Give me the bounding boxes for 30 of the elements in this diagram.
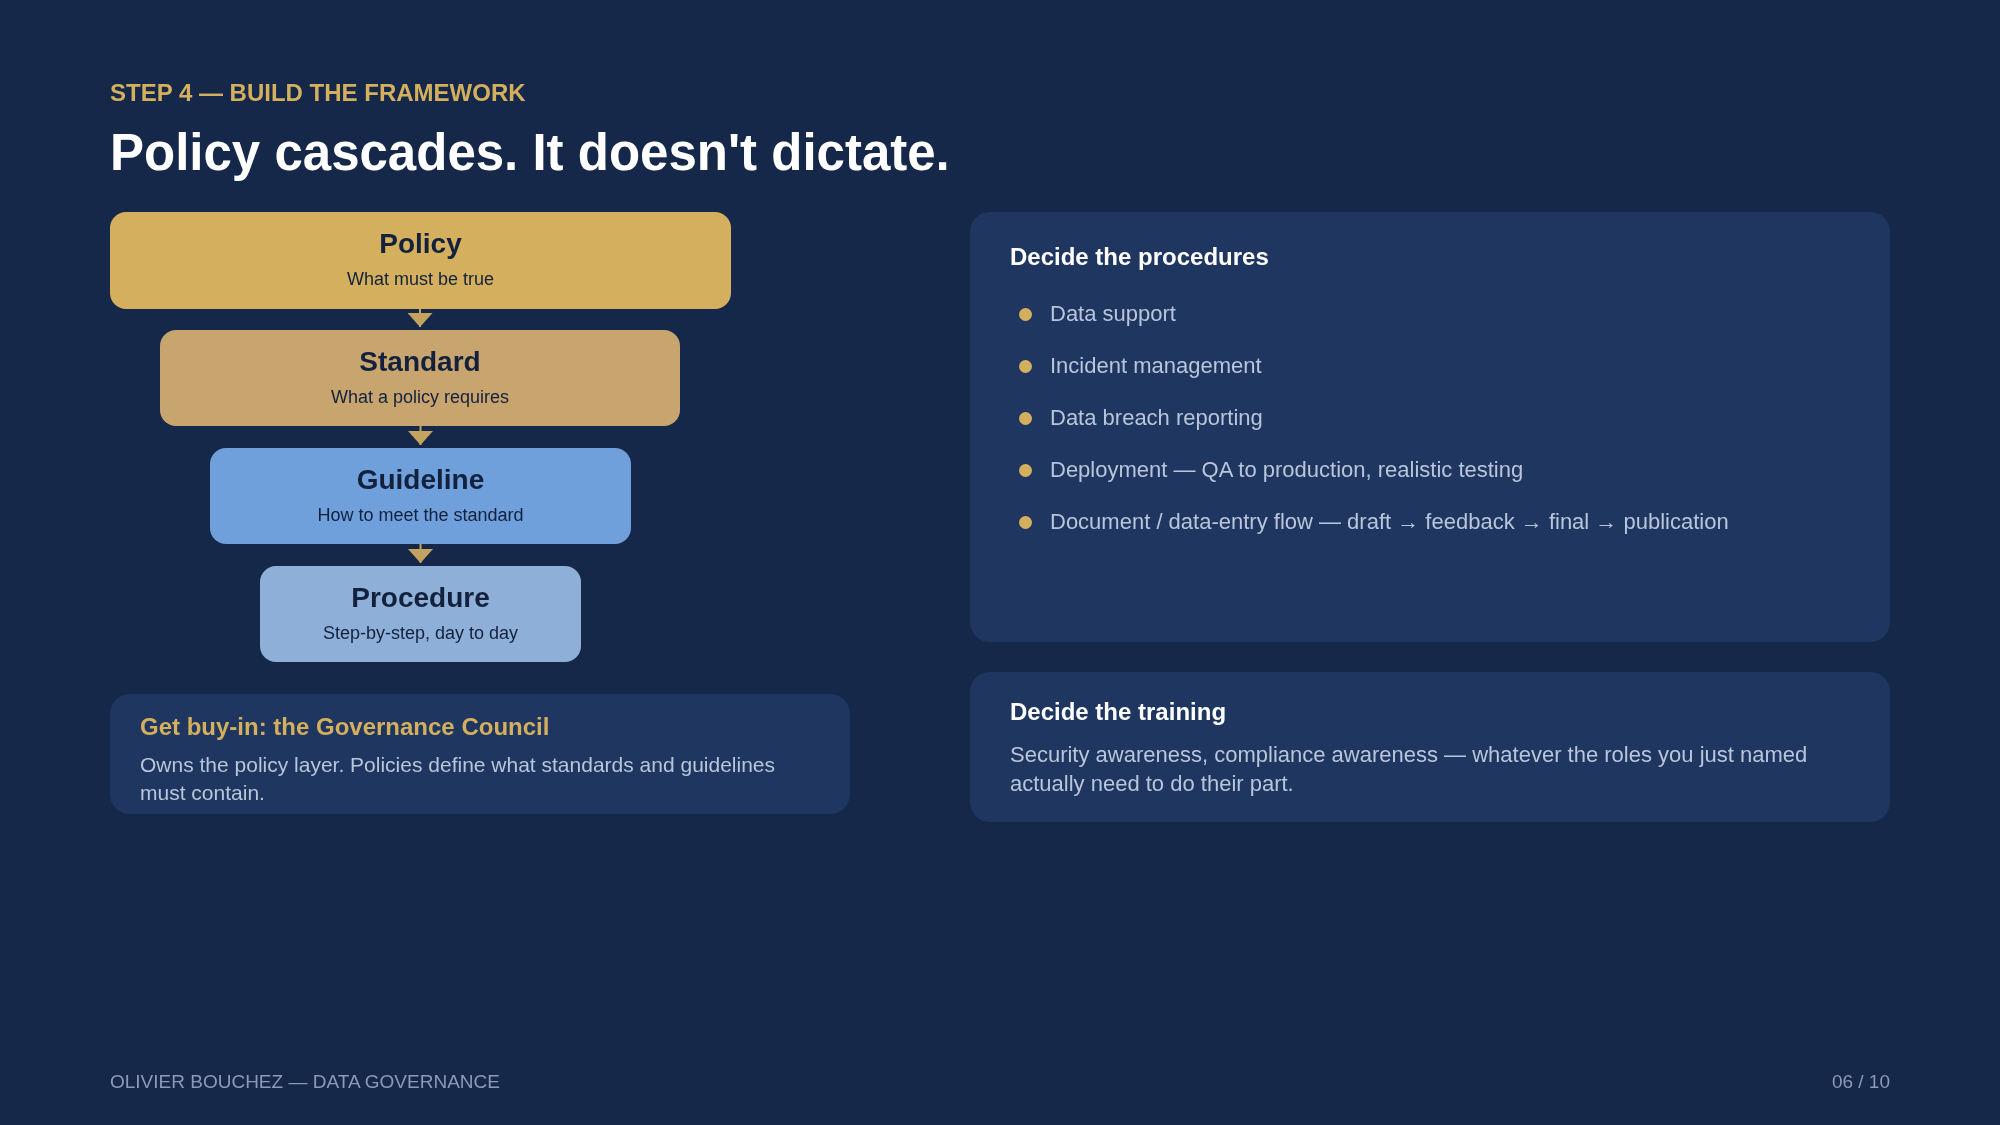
card-heading: Decide the procedures (1010, 242, 1269, 272)
list-item: Incident management (1050, 352, 1262, 380)
level-title: Policy (379, 227, 462, 261)
flow-arrow (407, 308, 433, 328)
level-description: What must be true (346, 268, 495, 290)
level-title: Procedure (351, 581, 490, 615)
list-item: Data breach reporting (1050, 404, 1263, 432)
level-box (160, 330, 680, 426)
flow-arrow (408, 425, 433, 446)
footer-text: OLIVIER BOUCHEZ — DATA GOVERNANCE (110, 1070, 500, 1094)
info-card (970, 212, 1890, 642)
card-heading: Decide the training (1010, 697, 1227, 727)
level-box (210, 448, 631, 544)
level-description: What a policy requires (330, 386, 510, 408)
level-description: How to meet the standard (317, 504, 524, 526)
card-text: Security awareness, compliance awareness — whatever the roles you just named actually need to do their part. (1010, 740, 1809, 798)
card-text: Owns the policy layer. Policies define what standards and guidelines must contain. (140, 752, 777, 806)
level-box (260, 566, 581, 662)
eyebrow-label: STEP 4 — BUILD THE FRAMEWORK (110, 78, 526, 108)
list-item: Data support (1050, 300, 1176, 328)
slide-title: Policy cascades. It doesn't dictate. (110, 123, 950, 183)
flow-arrow (408, 543, 433, 564)
level-title: Guideline (356, 463, 485, 497)
card-heading: Get buy-in: the Governance Council (140, 712, 550, 742)
page-number: 06 / 10 (1831, 1070, 1890, 1094)
level-title: Standard (359, 345, 481, 379)
level-box (110, 212, 731, 309)
list-item: Document / data-entry flow — draft → feedback → final → publication (1050, 508, 1729, 536)
level-description: Step-by-step, day to day (322, 622, 519, 644)
list-item: Deployment — QA to production, realistic testing (1050, 456, 1524, 484)
